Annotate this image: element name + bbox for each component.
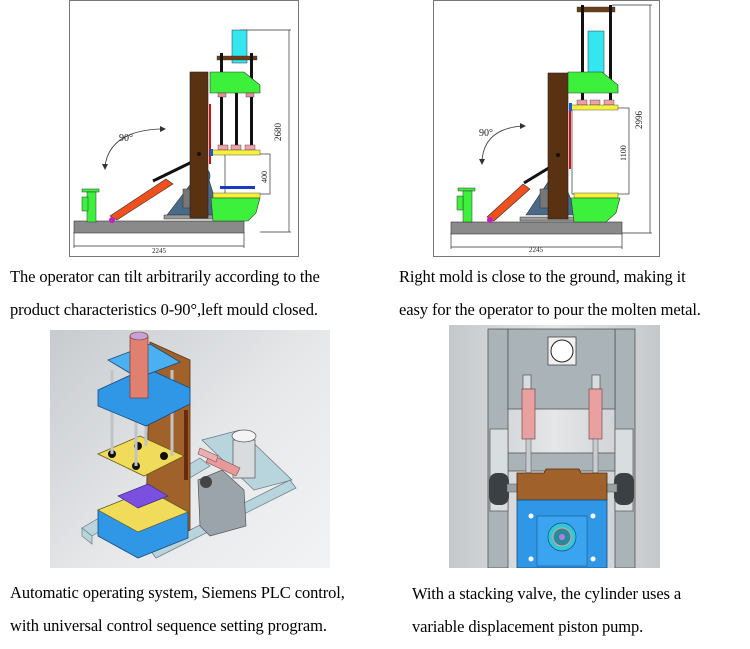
pouring-post [456, 187, 476, 223]
pouring-post [81, 188, 100, 223]
pivot-hubs [489, 473, 634, 505]
tilt-cylinder [109, 159, 195, 223]
caption-3d-isometric: Automatic operating system, Siemens PLC … [10, 576, 345, 642]
top-platen [567, 71, 619, 94]
caption-3d-top-view: With a stacking valve, the cylinder uses… [412, 577, 681, 643]
upper-mould [569, 99, 619, 111]
base-plate [73, 220, 245, 234]
height-dimension: 2996 [634, 111, 644, 130]
tilt-column [547, 72, 569, 220]
main-cylinder [587, 30, 605, 76]
isometric-render [81, 331, 297, 559]
caption-line: with universal control sequence setting … [10, 616, 327, 635]
caption-line: Right mold is close to the ground, makin… [399, 267, 686, 286]
tilt-arc [481, 125, 523, 162]
angle-label: 90° [479, 128, 493, 139]
figure-3d-isometric [50, 330, 330, 568]
base-plate [450, 221, 623, 235]
tilt-arc [104, 128, 161, 167]
pivot-support [197, 469, 247, 537]
caption-line: The operator can tilt arbitrarily accord… [10, 267, 320, 286]
figure-tilt-right-open: 90° 2996 1100 2245 [433, 0, 660, 257]
caption-line: product characteristics 0-90°,left mould… [10, 300, 318, 319]
dimension-lines [450, 4, 652, 249]
lower-mould [570, 192, 621, 223]
height-dimension: 2680 [273, 123, 283, 142]
caption-tilt-left-closed: The operator can tilt arbitrarily accord… [10, 260, 320, 326]
main-cylinder [231, 29, 248, 64]
lower-mould [97, 483, 189, 559]
lower-mould [516, 499, 608, 569]
width-dimension: 2245 [529, 246, 544, 254]
tilt-cylinder [486, 164, 553, 223]
tilt-cylinder [197, 447, 241, 477]
main-cylinder [129, 335, 149, 399]
tilt-column [189, 71, 209, 219]
opening-dimension: 1100 [619, 145, 628, 161]
angle-label: 90° [119, 133, 133, 144]
lower-mould [210, 186, 261, 222]
figure-3d-top-view [449, 325, 660, 569]
tie-rods [581, 5, 612, 105]
caption-line: variable displacement piston pump. [412, 617, 644, 636]
top-platen [209, 71, 261, 94]
figure-tilt-left-closed: 90° 2680 400 2245 [69, 0, 299, 257]
upper-mould [209, 144, 261, 156]
middle-platen [97, 435, 185, 477]
mould-crosshead [516, 468, 608, 501]
opening-dimension: 400 [260, 171, 269, 183]
side-view-drawing-2: 90° 2996 1100 2245 [450, 4, 652, 254]
caption-line: Automatic operating system, Siemens PLC … [10, 583, 345, 602]
hydraulic-cylinders [521, 374, 603, 474]
caption-line: easy for the operator to pour the molten… [399, 300, 701, 319]
tie-rods [220, 53, 253, 149]
caption-tilt-right-open: Right mold is close to the ground, makin… [399, 260, 701, 326]
top-view-render [487, 328, 636, 569]
caption-line: With a stacking valve, the cylinder uses… [412, 584, 682, 603]
side-view-drawing-1: 90° 2680 400 2245 [73, 29, 291, 255]
width-dimension: 2245 [152, 247, 167, 255]
